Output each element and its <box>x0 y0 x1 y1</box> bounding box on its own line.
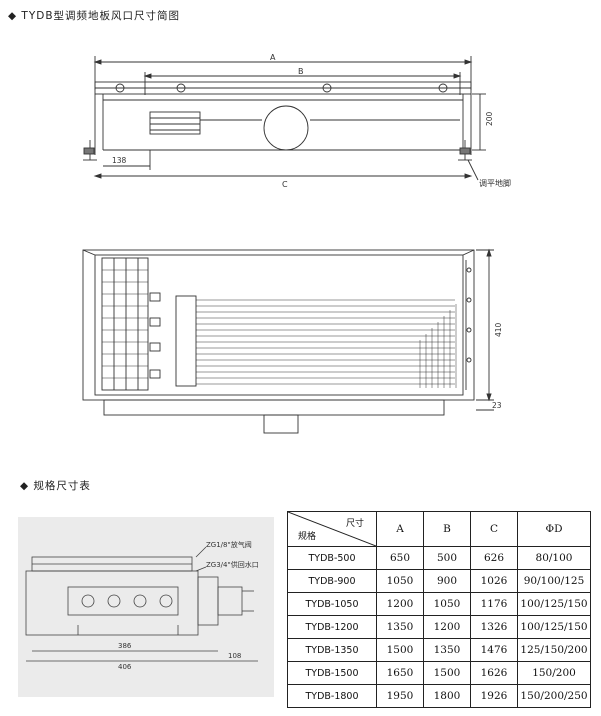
corner-spec-label: 规格 <box>298 532 317 542</box>
a-cell: 1200 <box>376 592 424 616</box>
model-cell: TYDB-900 <box>287 569 377 593</box>
b-cell: 1200 <box>423 615 471 639</box>
a-cell: 1350 <box>376 615 424 639</box>
zg34-label: ZG3/4"供回水口 <box>206 560 259 569</box>
header-c: C <box>470 511 518 547</box>
d-cell: 90/100/125 <box>517 569 591 593</box>
d-cell: 100/125/150 <box>517 615 591 639</box>
table-row: TYDB-900 1050 900 1026 90/100/125 <box>287 569 591 593</box>
d-cell: 80/100 <box>517 546 591 570</box>
b-cell: 900 <box>423 569 471 593</box>
d-cell: 100/125/150 <box>517 592 591 616</box>
dim-a-label: A <box>270 53 276 62</box>
c-cell: 626 <box>470 546 518 570</box>
detail-background <box>18 517 274 697</box>
connection-detail-drawing: ZG1/8"放气阀 ZG3/4"供回水口 386 406 108 <box>18 517 274 697</box>
d-cell: 125/150/200 <box>517 638 591 662</box>
table-row: TYDB-500 650 500 626 80/100 <box>287 546 591 570</box>
table-corner-cell: 尺寸 规格 <box>287 511 377 547</box>
spec-table: 尺寸 规格 A B C ΦD TYDB-500 650 500 626 80/1… <box>287 511 591 708</box>
d-cell: 150/200 <box>517 661 591 685</box>
b-cell: 1350 <box>423 638 471 662</box>
header-a: A <box>376 511 424 547</box>
dim-138-label: 138 <box>112 156 127 165</box>
dim-c-label: C <box>282 180 288 189</box>
c-cell: 1926 <box>470 684 518 708</box>
model-cell: TYDB-1500 <box>287 661 377 685</box>
a-cell: 650 <box>376 546 424 570</box>
b-cell: 1800 <box>423 684 471 708</box>
c-cell: 1626 <box>470 661 518 685</box>
foot-label: 调平地脚 <box>479 178 511 188</box>
model-cell: TYDB-1200 <box>287 615 377 639</box>
c-cell: 1326 <box>470 615 518 639</box>
d-cell: 150/200/250 <box>517 684 591 708</box>
header-b: B <box>423 511 471 547</box>
a-cell: 1500 <box>376 638 424 662</box>
table-row: TYDB-1500 1650 1500 1626 150/200 <box>287 661 591 685</box>
a-cell: 1650 <box>376 661 424 685</box>
c-cell: 1476 <box>470 638 518 662</box>
a-cell: 1050 <box>376 569 424 593</box>
dim-23-label: 23 <box>492 401 502 410</box>
table-row: TYDB-1200 1350 1200 1326 100/125/150 <box>287 615 591 639</box>
header-d: ΦD <box>517 511 591 547</box>
table-row: TYDB-1050 1200 1050 1176 100/125/150 <box>287 592 591 616</box>
table-header-row: 尺寸 规格 A B C ΦD <box>287 511 591 547</box>
table-row: TYDB-1350 1500 1350 1476 125/150/200 <box>287 638 591 662</box>
b-cell: 1500 <box>423 661 471 685</box>
model-cell: TYDB-1350 <box>287 638 377 662</box>
b-cell: 500 <box>423 546 471 570</box>
c-cell: 1026 <box>470 569 518 593</box>
zg18-label: ZG1/8"放气阀 <box>206 540 252 549</box>
a-cell: 1950 <box>376 684 424 708</box>
drawing-title: ◆ TYDB型调频地板风口尺寸简图 <box>8 10 181 22</box>
dim-386-label: 386 <box>118 642 132 650</box>
spec-title: ◆ 规格尺寸表 <box>20 480 91 492</box>
dim-406-label: 406 <box>118 663 132 671</box>
dim-108-label: 108 <box>228 652 241 660</box>
model-cell: TYDB-1800 <box>287 684 377 708</box>
c-cell: 1176 <box>470 592 518 616</box>
model-cell: TYDB-500 <box>287 546 377 570</box>
dim-b-label: B <box>298 67 304 76</box>
dim-200-label: 200 <box>485 111 494 126</box>
dim-410-label: 410 <box>494 322 503 337</box>
table-row: TYDB-1800 1950 1800 1926 150/200/250 <box>287 684 591 708</box>
model-cell: TYDB-1050 <box>287 592 377 616</box>
corner-size-label: 尺寸 <box>345 519 364 529</box>
b-cell: 1050 <box>423 592 471 616</box>
